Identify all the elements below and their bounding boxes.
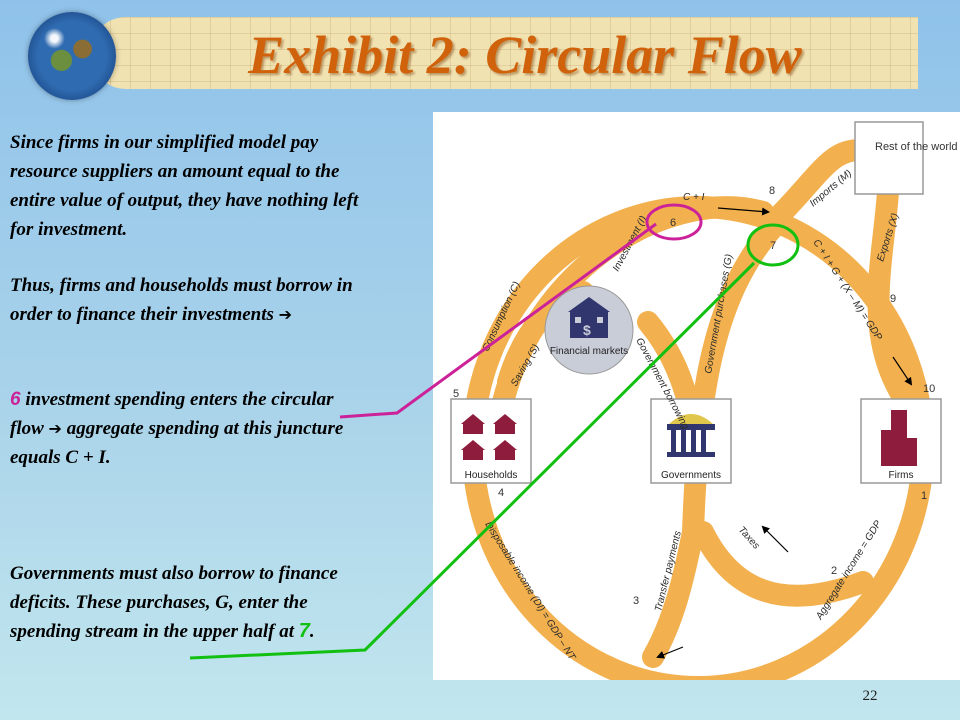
arrow-right-icon: ➔ xyxy=(48,419,62,438)
flow-number-2: 2 xyxy=(831,565,837,577)
flow-number-3: 3 xyxy=(633,595,639,607)
factory-buildings-icon xyxy=(881,410,917,466)
slide-title: Exhibit 2: Circular Flow xyxy=(248,25,802,85)
paragraph-borrow-text: Thus, firms and households must borrow i… xyxy=(10,275,353,325)
bank-building-icon: $ xyxy=(568,297,610,338)
flow-number-8: 8 xyxy=(769,185,775,197)
financial-markets-box: $ Financial markets xyxy=(544,285,634,375)
paragraph-government-borrow: Governments must also borrow to finance … xyxy=(10,559,370,646)
flow-number-6: 6 xyxy=(670,217,676,229)
flow-number-5: 5 xyxy=(453,388,459,400)
capitol-building-icon xyxy=(667,414,715,457)
paragraph-investment-spending: 6 investment spending enters the circula… xyxy=(10,385,370,472)
taxes-band xyxy=(692,521,874,607)
c-plus-i-label: C + I xyxy=(683,192,705,203)
flow-numbers: 1 2 3 4 5 6 7 8 9 10 xyxy=(453,185,935,607)
flow-number-4: 4 xyxy=(498,487,504,499)
paragraph-borrow: Thus, firms and households must borrow i… xyxy=(10,271,370,329)
firms-label: Firms xyxy=(889,470,914,481)
title-banner xyxy=(90,17,918,89)
callout-number-6: 6 xyxy=(10,389,21,410)
governments-box: Governments xyxy=(650,398,732,484)
flow-number-9: 9 xyxy=(890,293,896,305)
highlight-7-circle xyxy=(746,223,800,267)
svg-text:$: $ xyxy=(583,322,591,338)
firms-box: Firms xyxy=(860,398,942,484)
households-box: Households xyxy=(450,398,532,484)
flow-number-7: 7 xyxy=(770,240,776,252)
callout-line-6 xyxy=(339,222,657,419)
households-label: Households xyxy=(465,470,518,481)
paragraph-government-text: Governments must also borrow to finance … xyxy=(10,563,338,642)
paragraph-firms-investment: Since firms in our simplified model pay … xyxy=(10,132,359,240)
circular-flow-diagram: Rest of the world $ Financial markets Ho… xyxy=(450,121,958,698)
arrow-right-icon: ➔ xyxy=(278,305,293,324)
exports-band xyxy=(867,181,914,408)
callout-line-7 xyxy=(189,261,756,660)
callout-number-7: 7 xyxy=(298,620,310,642)
governments-label: Governments xyxy=(661,470,721,481)
flow-number-10: 10 xyxy=(923,383,935,395)
financial-markets-label: Financial markets xyxy=(550,346,628,357)
transfer-band xyxy=(642,521,704,668)
flow-number-1: 1 xyxy=(921,490,927,502)
paragraph-investment-text: investment spending enters the circular … xyxy=(10,389,334,439)
highlight-6-circle xyxy=(645,203,703,241)
diagram-panel: Rest of the world $ Financial markets Ho… xyxy=(433,112,960,698)
paragraph-government-end: . xyxy=(309,621,315,642)
rest-of-world-label: Rest of the world xyxy=(875,141,958,153)
houses-icon xyxy=(461,414,517,460)
rest-of-world-box: Rest of the world xyxy=(854,121,958,195)
globe-icon xyxy=(28,12,116,100)
page-number: 22 xyxy=(862,688,878,704)
paragraph-aggregate-text: aggregate spending at this juncture equa… xyxy=(10,418,344,468)
